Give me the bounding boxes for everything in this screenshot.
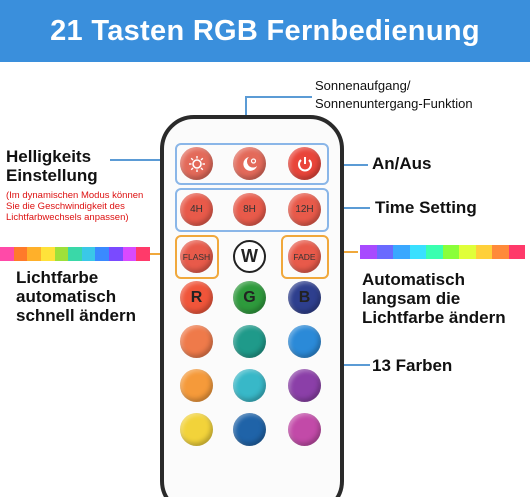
onoff-label: An/Aus xyxy=(372,154,432,173)
time-setting-connector xyxy=(324,207,370,209)
flash-button[interactable]: FLASH xyxy=(180,240,213,273)
white-button[interactable]: W xyxy=(233,240,266,273)
brightness-icon xyxy=(188,155,205,172)
fade-button[interactable]: FADE xyxy=(288,240,321,273)
fade-color-strip xyxy=(360,245,525,259)
color-button-orange-red[interactable] xyxy=(180,325,213,358)
brightness-note-line1: (Im dynamischen Modus können xyxy=(6,190,144,201)
timer-12h-button[interactable]: 12H xyxy=(288,193,321,226)
timer-4h-button[interactable]: 4H xyxy=(180,193,213,226)
timer-12h-label: 12H xyxy=(295,204,314,215)
colors-label: 13 Farben xyxy=(372,356,453,375)
green-button[interactable]: G xyxy=(233,281,266,314)
color-button-orange[interactable] xyxy=(180,369,213,402)
sunrise-sunset-button[interactable] xyxy=(233,147,266,180)
color-button-cyan[interactable] xyxy=(233,369,266,402)
brightness-note-line3: Lichtfarbwechsels anpassen) xyxy=(6,212,129,223)
timer-4h-label: 4H xyxy=(190,204,203,215)
flash-frame xyxy=(175,235,219,279)
top-row-frame xyxy=(175,143,329,185)
sunrise-label-line1: Sonnenaufgang/ xyxy=(315,78,411,93)
title-banner: 21 Tasten RGB Fernbedienung xyxy=(0,0,530,62)
fade-frame xyxy=(281,235,329,279)
timer-row-frame xyxy=(175,188,329,232)
blue-label: B xyxy=(298,288,311,306)
blue-button[interactable]: B xyxy=(288,281,321,314)
color-button-yellow[interactable] xyxy=(180,413,213,446)
green-label: G xyxy=(243,288,256,306)
timer-8h-button[interactable]: 8H xyxy=(233,193,266,226)
brightness-label-line1: Helligkeits xyxy=(6,147,92,166)
white-label: W xyxy=(241,246,258,266)
color-button-dark-blue[interactable] xyxy=(233,413,266,446)
flash-label-line3: schnell ändern xyxy=(16,306,136,325)
remote-control: 4H 8H 12H FLASH W FADE R G B xyxy=(160,115,344,497)
color-button-teal[interactable] xyxy=(233,325,266,358)
time-setting-label: Time Setting xyxy=(375,198,477,217)
red-label: R xyxy=(190,288,203,306)
brightness-button[interactable] xyxy=(180,147,213,180)
flash-label-line2: automatisch xyxy=(16,287,117,306)
flash-color-strip xyxy=(0,247,151,261)
sunrise-label-line2: Sonnenuntergang-Funktion xyxy=(315,96,473,111)
fade-label-line1: Automatisch xyxy=(362,270,465,289)
flash-label-line1: Lichtfarbe xyxy=(16,268,99,287)
onoff-connector xyxy=(324,164,368,166)
red-button[interactable]: R xyxy=(180,281,213,314)
fade-label-line3: Lichtfarbe ändern xyxy=(362,308,506,327)
color-button-sky-blue[interactable] xyxy=(288,325,321,358)
color-button-magenta[interactable] xyxy=(288,413,321,446)
colors-connector xyxy=(324,364,370,366)
brightness-connector xyxy=(110,159,176,161)
color-button-purple[interactable] xyxy=(288,369,321,402)
brightness-label-line2: Einstellung xyxy=(6,166,98,185)
sunrise-sunset-icon xyxy=(242,156,257,171)
power-button[interactable] xyxy=(288,147,321,180)
sunrise-connector-h xyxy=(245,96,312,98)
page-title: 21 Tasten RGB Fernbedienung xyxy=(50,14,480,47)
flash-label: FLASH xyxy=(182,251,211,262)
fade-label-line2: langsam die xyxy=(362,289,461,308)
fade-label: FADE xyxy=(293,251,316,262)
timer-8h-label: 8H xyxy=(243,204,256,215)
brightness-note-line2: Sie die Geschwindigkeit des xyxy=(6,201,125,212)
power-icon xyxy=(297,156,312,171)
